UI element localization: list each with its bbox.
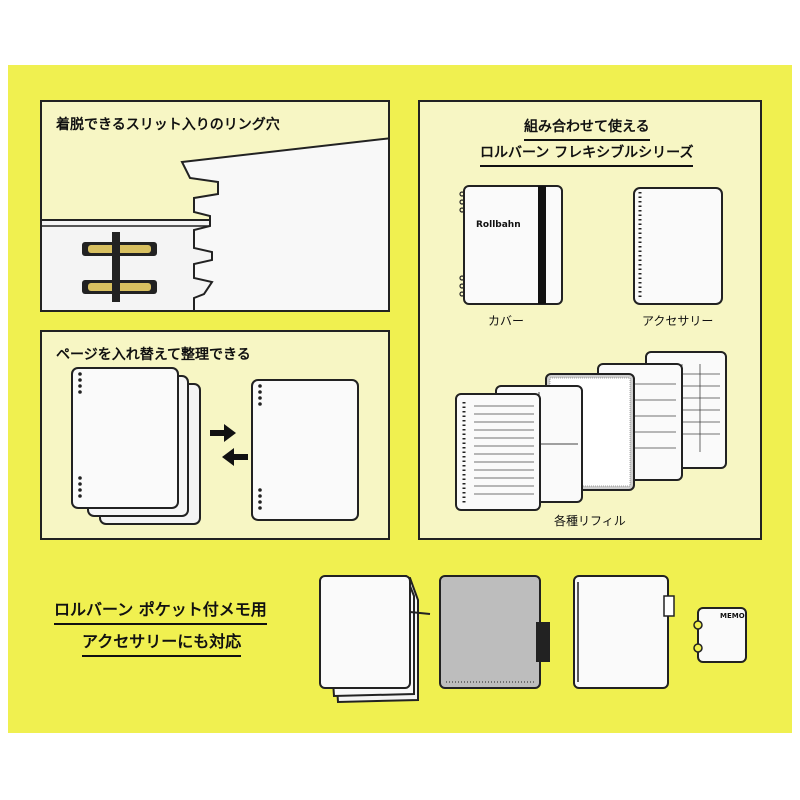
accessory-label: アクセサリー <box>642 314 714 328</box>
replace-pages-box: ページを入れ替えて整理できる <box>40 330 390 540</box>
grid-sheet <box>439 575 550 689</box>
ring-clip-icon <box>82 232 157 302</box>
cover-brand: Rollbahn <box>476 220 521 230</box>
clear-pocket <box>573 575 675 689</box>
series-title-line1: 組み合わせて使える <box>524 116 650 141</box>
pocket-sheet-stack <box>319 574 431 704</box>
replace-pages-illustration <box>71 367 359 525</box>
cover-illustration <box>459 185 563 305</box>
replace-pages-title: ページを入れ替えて整理できる <box>56 347 251 363</box>
series-title-line2: ロルバーン フレキシブルシリーズ <box>480 142 694 167</box>
bottom-title-line1: ロルバーン ポケット付メモ用 <box>54 596 267 625</box>
cover-label: カバー <box>488 314 525 328</box>
memo-card <box>693 607 747 663</box>
bottom-title-line2: アクセサリーにも対応 <box>82 628 242 657</box>
accessory-illustration <box>633 187 723 305</box>
refill-label: 各種リフィル <box>554 514 626 528</box>
refill-stack <box>455 351 727 511</box>
ring-hole-box: 着脱できるスリット入りのリング穴 <box>40 100 390 312</box>
arrow-right-icon <box>210 424 236 442</box>
ring-hole-illustration <box>42 137 388 310</box>
series-box: 組み合わせて使える ロルバーン フレキシブルシリーズ Rollbahn カバー … <box>418 100 762 540</box>
ring-hole-title: 着脱できるスリット入りのリング穴 <box>56 117 280 133</box>
series-illustration <box>455 185 727 511</box>
memo-tag: MEMO <box>720 612 745 620</box>
arrow-left-icon <box>222 448 248 466</box>
